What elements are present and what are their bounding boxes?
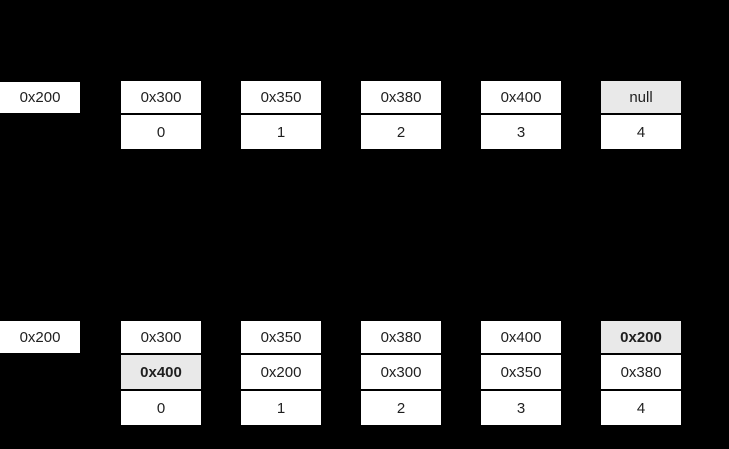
index-cell: 3 bbox=[481, 115, 561, 149]
index-cell: 0 bbox=[121, 391, 201, 425]
singly-node-1: 0x350 1 bbox=[241, 81, 321, 149]
index-cell: 1 bbox=[241, 391, 321, 425]
doubly-head-pointer-box: 0x200 bbox=[0, 321, 80, 353]
index-cell: 1 bbox=[241, 115, 321, 149]
singly-node-4: null 4 bbox=[601, 81, 681, 149]
next-pointer-cell: 0x350 bbox=[241, 81, 321, 113]
index-cell: 2 bbox=[361, 115, 441, 149]
next-pointer-cell: 0x380 bbox=[361, 81, 441, 113]
prev-pointer-cell: 0x380 bbox=[601, 355, 681, 389]
next-pointer-cell: 0x300 bbox=[121, 321, 201, 353]
next-pointer-cell: 0x400 bbox=[481, 321, 561, 353]
next-pointer-cell: 0x380 bbox=[361, 321, 441, 353]
index-cell: 4 bbox=[601, 115, 681, 149]
singly-node-3: 0x400 3 bbox=[481, 81, 561, 149]
prev-pointer-cell: 0x200 bbox=[241, 355, 321, 389]
index-cell: 2 bbox=[361, 391, 441, 425]
index-cell: 3 bbox=[481, 391, 561, 425]
next-pointer-cell: 0x200 bbox=[601, 321, 681, 353]
singly-node-0: 0x300 0 bbox=[121, 81, 201, 149]
prev-pointer-cell: 0x300 bbox=[361, 355, 441, 389]
next-pointer-cell: null bbox=[601, 81, 681, 113]
doubly-node-0: 0x300 0x400 0 bbox=[121, 321, 201, 425]
singly-head-pointer-box: 0x200 bbox=[0, 82, 80, 113]
singly-head-pointer-value: 0x200 bbox=[19, 89, 61, 106]
doubly-head-pointer-value: 0x200 bbox=[19, 328, 61, 346]
prev-pointer-cell: 0x350 bbox=[481, 355, 561, 389]
prev-pointer-cell: 0x400 bbox=[121, 355, 201, 389]
index-cell: 4 bbox=[601, 391, 681, 425]
next-pointer-cell: 0x300 bbox=[121, 81, 201, 113]
doubly-node-1: 0x350 0x200 1 bbox=[241, 321, 321, 425]
doubly-node-3: 0x400 0x350 3 bbox=[481, 321, 561, 425]
next-pointer-cell: 0x400 bbox=[481, 81, 561, 113]
index-cell: 0 bbox=[121, 115, 201, 149]
singly-node-2: 0x380 2 bbox=[361, 81, 441, 149]
next-pointer-cell: 0x350 bbox=[241, 321, 321, 353]
doubly-node-2: 0x380 0x300 2 bbox=[361, 321, 441, 425]
doubly-node-4: 0x200 0x380 4 bbox=[601, 321, 681, 425]
